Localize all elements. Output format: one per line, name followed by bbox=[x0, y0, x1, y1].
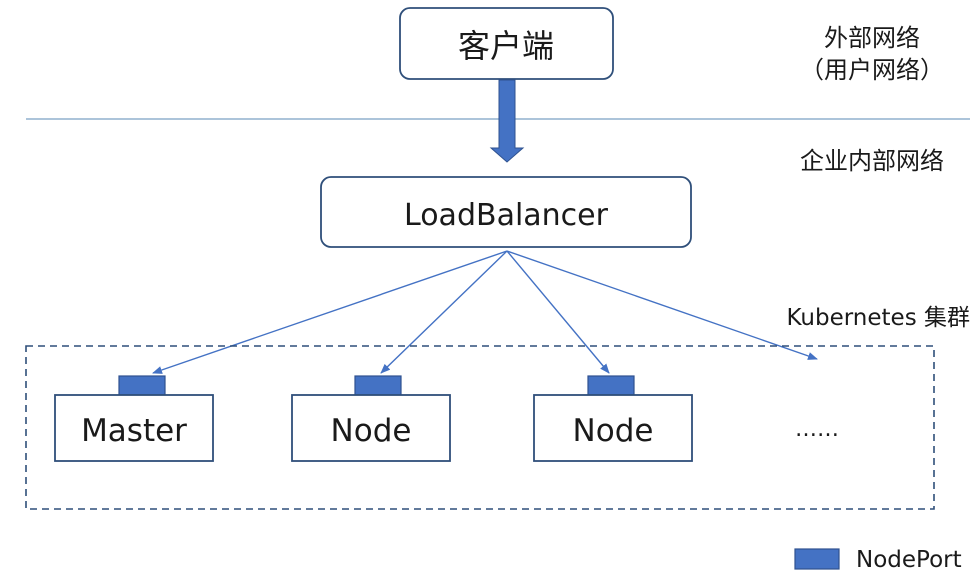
lb-to-more-arrow bbox=[506, 250, 818, 360]
node1-nodeport bbox=[354, 375, 402, 396]
load-balancer-label: LoadBalancer bbox=[404, 198, 609, 233]
nodeport-legend-swatch bbox=[794, 548, 840, 570]
lb-to-node2-arrow bbox=[506, 250, 610, 374]
master-nodeport bbox=[118, 375, 166, 396]
zone-label-external: 外部网络 bbox=[824, 24, 920, 52]
node1-label: Node bbox=[331, 413, 412, 449]
client-label: 客户端 bbox=[458, 27, 554, 65]
more-nodes-ellipsis: …… bbox=[795, 417, 839, 442]
load-balancer-box bbox=[320, 176, 692, 248]
client-box bbox=[399, 7, 614, 80]
client-to-lb-arrow bbox=[489, 79, 525, 163]
lb-to-node1-arrow bbox=[380, 250, 508, 374]
zone-label-external-sub: （用户网络） bbox=[800, 56, 944, 84]
node2-nodeport bbox=[587, 375, 635, 396]
zone-label-cluster: Kubernetes 集群 bbox=[786, 305, 970, 331]
node2-label: Node bbox=[573, 413, 654, 449]
node1-box bbox=[291, 394, 451, 462]
master-box bbox=[54, 394, 214, 462]
kubernetes-cluster-boundary bbox=[25, 345, 935, 510]
master-label: Master bbox=[81, 413, 187, 449]
node2-box bbox=[533, 394, 693, 462]
zone-label-internal: 企业内部网络 bbox=[800, 147, 944, 175]
nodeport-legend-label: NodePort bbox=[856, 547, 962, 573]
lb-to-master-arrow bbox=[152, 250, 508, 374]
